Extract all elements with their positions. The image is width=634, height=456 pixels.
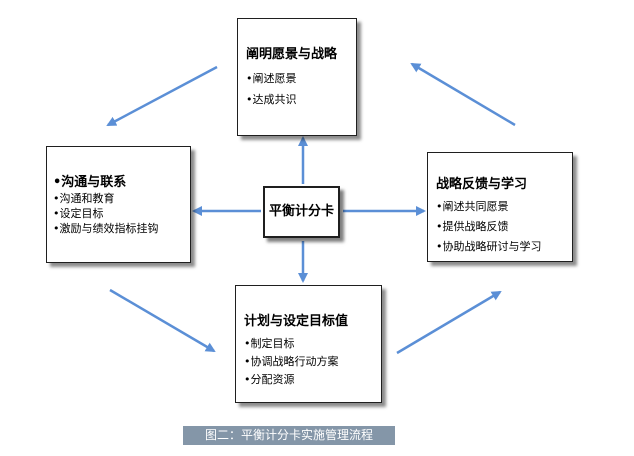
box-item: •沟通和教育	[53, 192, 115, 205]
box-item: •激励与绩效指标挂钩	[53, 222, 159, 235]
balanced-scorecard-center-box: 平衡计分卡	[263, 186, 340, 238]
arrow-bottom-to-right	[396, 290, 502, 355]
box-item: •制定目标	[244, 337, 295, 350]
box-item: •阐述愿景	[246, 72, 297, 85]
box-item: •设定目标	[53, 207, 104, 220]
feedback-learning-box: 战略反馈与学习 •阐述共同愿景 •提供战略反馈 •协助战略研讨与学习	[427, 152, 573, 262]
box-item: •提供战略反馈	[436, 220, 509, 233]
figure-caption: 图二：平衡计分卡实施管理流程	[183, 426, 395, 445]
center-title: 平衡计分卡	[268, 204, 334, 219]
box-item: •协助战略研讨与学习	[436, 240, 542, 253]
planning-targets-title: 计划与设定目标值	[244, 314, 349, 329]
box-item: •分配资源	[244, 373, 295, 386]
vision-strategy-box: 阐明愿景与战略 •阐述愿景 •达成共识	[237, 18, 357, 136]
communication-linking-title: •沟通与联系	[53, 175, 127, 190]
feedback-learning-title: 战略反馈与学习	[436, 177, 528, 192]
arrow-right-to-top	[410, 62, 516, 127]
planning-targets-box: 计划与设定目标值 •制定目标 •协调战略行动方案 •分配资源	[235, 285, 382, 403]
arrow-top-to-left	[106, 65, 218, 127]
box-item: •协调战略行动方案	[244, 355, 339, 368]
arrow-left-to-bottom	[109, 288, 216, 353]
box-item: •达成共识	[246, 93, 297, 106]
vision-strategy-title: 阐明愿景与战略	[246, 47, 338, 62]
communication-linking-box: •沟通与联系 •沟通和教育 •设定目标 •激励与绩效指标挂钩	[46, 146, 191, 263]
box-item: •阐述共同愿景	[436, 200, 509, 213]
